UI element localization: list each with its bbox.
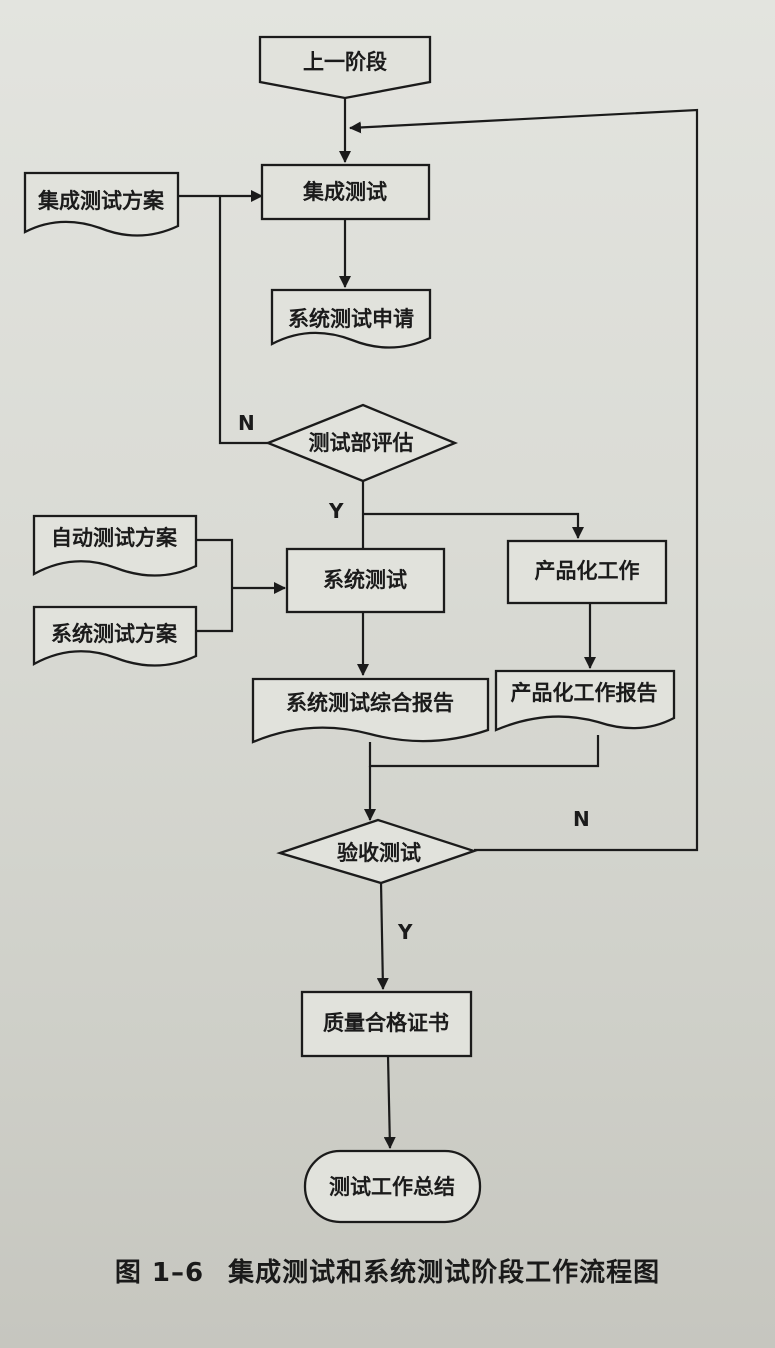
label-integration-test: 集成测试 bbox=[302, 180, 387, 204]
node-test-summary bbox=[303, 1149, 482, 1224]
branch-eval-yes: Y bbox=[328, 499, 344, 523]
figure-title: 集成测试和系统测试阶段工作流程图 bbox=[228, 1258, 661, 1288]
label-integration-test-plan: 集成测试方案 bbox=[37, 189, 165, 213]
label-auto-test-plan: 自动测试方案 bbox=[51, 526, 178, 550]
node-system-test-report bbox=[251, 677, 490, 744]
label-productization-report: 产品化工作报告 bbox=[511, 681, 658, 705]
node-test-dept-evaluation bbox=[264, 403, 459, 483]
node-system-test-plan bbox=[32, 605, 198, 667]
edge-certificate-to-summary bbox=[383, 1055, 396, 1149]
node-quality-certificate bbox=[300, 990, 473, 1058]
label-system-test-request: 系统测试申请 bbox=[288, 307, 414, 331]
edge-yes-to-productization bbox=[363, 512, 584, 539]
node-system-test-request bbox=[270, 288, 432, 349]
figure-number: 图 1–6 bbox=[114, 1258, 205, 1288]
edge-auto-plan-merge bbox=[196, 538, 234, 633]
label-acceptance-test: 验收测试 bbox=[337, 841, 421, 865]
node-auto-test-plan bbox=[32, 514, 198, 577]
flowchart: 上一阶段 集成测试方案 集成测试 系统测试申请 测试部评估 自动测试方案 系统测… bbox=[23, 35, 699, 1224]
branch-accept-no: N bbox=[573, 807, 590, 831]
label-system-test-report: 系统测试综合报告 bbox=[286, 691, 454, 715]
branch-eval-no: N bbox=[238, 411, 255, 435]
label-quality-certificate: 质量合格证书 bbox=[323, 1011, 449, 1035]
edge-accept-no-loop bbox=[349, 108, 699, 852]
label-prev-stage: 上一阶段 bbox=[303, 50, 387, 74]
node-productization-work bbox=[506, 539, 668, 605]
label-system-test-plan: 系统测试方案 bbox=[51, 622, 178, 646]
node-prev-stage bbox=[258, 35, 432, 100]
edge-report-merge bbox=[368, 735, 600, 768]
node-productization-report bbox=[494, 669, 676, 732]
node-integration-test-plan bbox=[23, 171, 180, 237]
edge-eval-no-loop bbox=[218, 196, 268, 445]
label-test-dept-evaluation: 测试部评估 bbox=[309, 431, 414, 455]
label-system-test: 系统测试 bbox=[323, 568, 407, 592]
figure-caption: 图 1–6 集成测试和系统测试阶段工作流程图 bbox=[0, 1252, 775, 1289]
node-system-test bbox=[285, 547, 446, 614]
branch-accept-yes: Y bbox=[397, 920, 413, 944]
label-productization-work: 产品化工作 bbox=[535, 559, 640, 583]
node-integration-test bbox=[260, 163, 431, 221]
node-acceptance-test bbox=[276, 818, 478, 885]
edge-acceptance-to-certificate bbox=[376, 881, 389, 990]
label-test-summary: 测试工作总结 bbox=[329, 1175, 455, 1199]
